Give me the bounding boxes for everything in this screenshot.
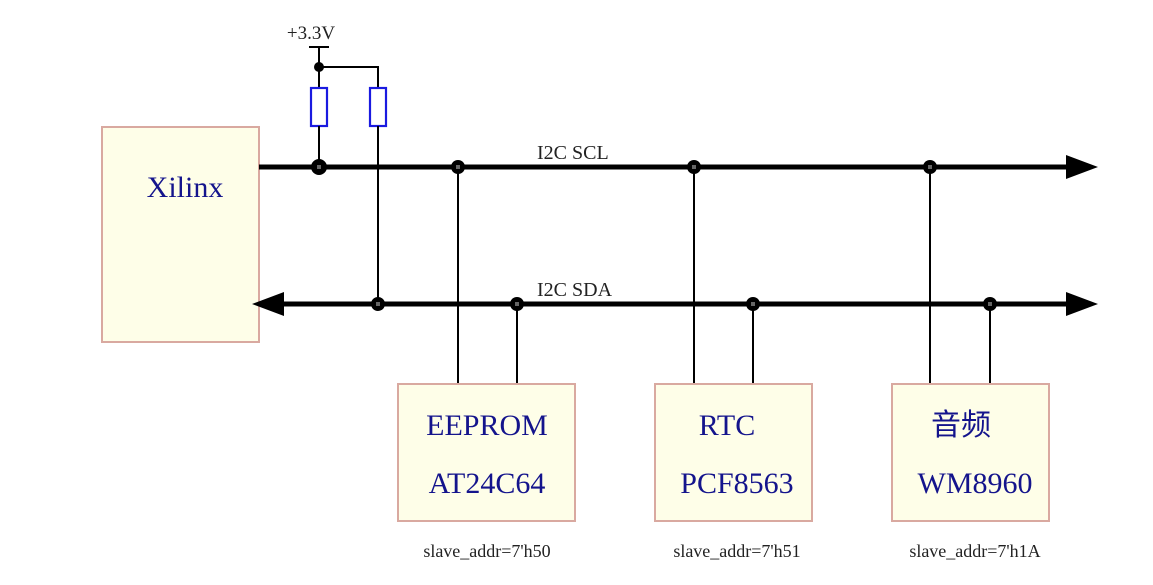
- eeprom-addr: slave_addr=7'h50: [423, 541, 550, 561]
- xilinx-label: Xilinx: [147, 171, 224, 204]
- eeprom-block: [397, 383, 576, 522]
- pullup-resistor-scl: [309, 86, 329, 128]
- audio-addr: slave_addr=7'h1A: [909, 541, 1040, 561]
- eeprom-part: AT24C64: [429, 467, 546, 500]
- supply-junction: [314, 62, 324, 72]
- pullup-resistor-sda: [368, 86, 388, 128]
- audio-name: 音频: [931, 409, 991, 442]
- scl-arrow-right-icon: [1066, 155, 1098, 179]
- sda-arrow-right-icon: [1066, 292, 1098, 316]
- sda-arrow-left-icon: [252, 292, 284, 316]
- xilinx-block: [101, 126, 260, 343]
- eeprom-name: EEPROM: [426, 409, 548, 442]
- supply-label: +3.3V: [287, 23, 335, 44]
- scl-label: I2C SCL: [537, 142, 609, 164]
- sda-label: I2C SDA: [537, 279, 613, 301]
- audio-block: [891, 383, 1050, 522]
- audio-part: WM8960: [918, 467, 1033, 500]
- rtc-addr: slave_addr=7'h51: [673, 541, 800, 561]
- supply-branch-wire: [319, 66, 379, 88]
- rtc-block: [654, 383, 813, 522]
- rtc-part: PCF8563: [680, 467, 793, 500]
- junction-dots: [311, 159, 997, 311]
- rtc-name: RTC: [699, 409, 756, 442]
